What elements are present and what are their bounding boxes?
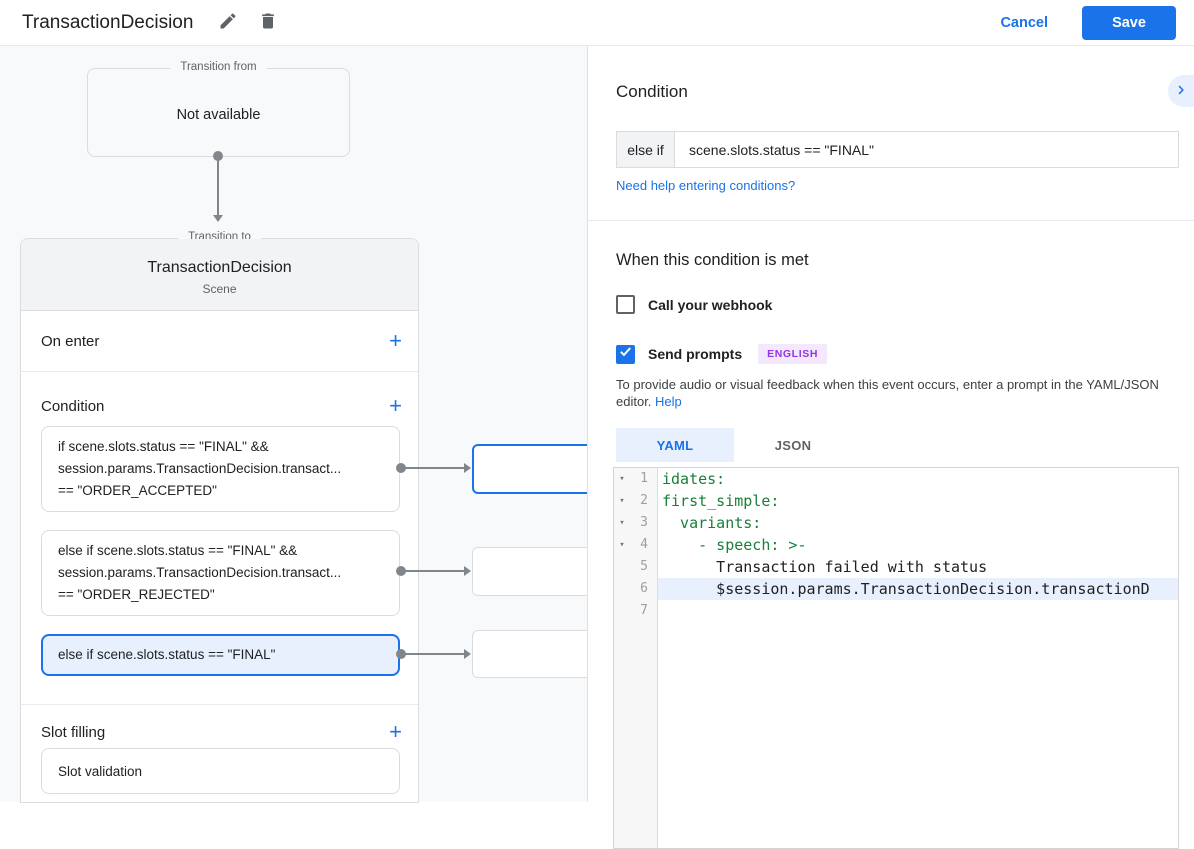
condition-help-link[interactable]: Need help entering conditions? bbox=[616, 178, 796, 193]
transition-from-legend: Transition from bbox=[88, 61, 349, 73]
code-line bbox=[658, 600, 662, 622]
connector-dot bbox=[213, 151, 223, 161]
divider bbox=[21, 704, 418, 705]
prompt-helper-text: To provide audio or visual feedback when… bbox=[616, 376, 1176, 410]
arrow-right-icon bbox=[464, 649, 471, 659]
editor-gutter: ▾ 1 ▾ 2 ▾ 3 ▾ 4 5 6 7 bbox=[614, 468, 658, 848]
arrow-down-icon bbox=[213, 215, 223, 222]
connector-dot bbox=[396, 649, 406, 659]
on-enter-section: On enter + bbox=[21, 311, 418, 372]
condition-detail-panel: Condition else if Need help entering con… bbox=[587, 46, 1194, 849]
condition-expression-input[interactable] bbox=[675, 132, 1178, 167]
fold-icon[interactable]: ▾ bbox=[619, 474, 625, 484]
condition-card-accepted[interactable]: if scene.slots.status == "FINAL" && sess… bbox=[41, 426, 400, 512]
on-enter-label: On enter bbox=[41, 332, 100, 350]
code-line: variants: bbox=[662, 514, 762, 532]
help-link[interactable]: Help bbox=[655, 394, 682, 409]
slot-filling-section-header: Slot filling + bbox=[41, 717, 402, 747]
panel-title: Condition bbox=[616, 82, 688, 101]
transition-target-box-3[interactable] bbox=[472, 630, 600, 678]
save-button[interactable]: Save bbox=[1082, 5, 1176, 40]
code-line: Transaction failed with status bbox=[662, 558, 988, 576]
scene-type-label: Scene bbox=[202, 282, 237, 296]
connector-dot bbox=[396, 463, 406, 473]
connector-dot bbox=[396, 566, 406, 576]
connector-line bbox=[217, 158, 219, 216]
condition-input-group: else if bbox=[616, 131, 1179, 168]
delete-button[interactable] bbox=[255, 10, 281, 36]
slot-validation-label: Slot validation bbox=[58, 763, 143, 779]
condition-line: == "ORDER_REJECTED" bbox=[58, 587, 215, 602]
code-line: - speech: >- bbox=[662, 536, 807, 554]
line-number: 4 bbox=[640, 537, 648, 552]
add-slot-button[interactable]: + bbox=[389, 719, 402, 744]
tab-yaml[interactable]: YAML bbox=[616, 428, 734, 462]
line-number: 6 bbox=[640, 581, 648, 596]
code-line-highlighted: $session.params.TransactionDecision.tran… bbox=[662, 580, 1150, 598]
connector-line bbox=[404, 570, 464, 572]
collapse-panel-button[interactable] bbox=[1168, 75, 1194, 107]
arrow-right-icon bbox=[464, 566, 471, 576]
line-number: 7 bbox=[640, 603, 648, 618]
transition-from-value: Not available bbox=[176, 107, 261, 123]
slot-validation-card[interactable]: Slot validation bbox=[41, 748, 400, 794]
condition-line: if scene.slots.status == "FINAL" && bbox=[58, 439, 269, 454]
condition-section-header: Condition + bbox=[41, 391, 402, 421]
call-webhook-row: Call your webhook bbox=[616, 295, 772, 314]
add-on-enter-button[interactable]: + bbox=[389, 328, 402, 353]
transition-target-box-2[interactable] bbox=[472, 547, 600, 596]
language-badge: ENGLISH bbox=[758, 344, 827, 364]
pencil-icon bbox=[218, 11, 238, 34]
cancel-button[interactable]: Cancel bbox=[1000, 14, 1048, 31]
code-line: idates: bbox=[662, 470, 726, 488]
condition-prefix: else if bbox=[617, 132, 675, 167]
condition-card-final-selected[interactable]: else if scene.slots.status == "FINAL" bbox=[41, 634, 400, 676]
editor-code-area[interactable]: idates: first_simple: variants: - speech… bbox=[658, 468, 1178, 848]
condition-card-rejected[interactable]: else if scene.slots.status == "FINAL" &&… bbox=[41, 530, 400, 616]
when-condition-met-title: When this condition is met bbox=[616, 251, 809, 269]
fold-icon[interactable]: ▾ bbox=[619, 540, 625, 550]
top-bar: TransactionDecision Cancel Save bbox=[0, 0, 1194, 46]
line-number: 2 bbox=[640, 493, 648, 508]
scene-card-header: TransactionDecision Scene bbox=[21, 239, 418, 311]
condition-line: == "ORDER_ACCEPTED" bbox=[58, 483, 217, 498]
checkmark-icon bbox=[618, 344, 633, 364]
yaml-code-editor[interactable]: ▾ 1 ▾ 2 ▾ 3 ▾ 4 5 6 7 idates: first_simple: … bbox=[613, 467, 1179, 849]
divider bbox=[588, 220, 1194, 221]
connector-line bbox=[404, 653, 464, 655]
connector-line bbox=[404, 467, 464, 469]
page-title: TransactionDecision bbox=[22, 11, 194, 33]
call-webhook-label: Call your webhook bbox=[648, 296, 773, 313]
edit-button[interactable] bbox=[215, 10, 241, 36]
condition-section-label: Condition bbox=[41, 397, 105, 415]
scene-name: TransactionDecision bbox=[147, 259, 292, 276]
code-line: first_simple: bbox=[662, 492, 780, 510]
add-condition-button[interactable]: + bbox=[389, 393, 402, 418]
line-number: 3 bbox=[640, 515, 648, 530]
condition-line: else if scene.slots.status == "FINAL" bbox=[58, 647, 276, 662]
chevron-right-icon bbox=[1172, 81, 1190, 102]
trash-icon bbox=[258, 11, 278, 34]
condition-line: session.params.TransactionDecision.trans… bbox=[58, 565, 342, 580]
helper-text-body: To provide audio or visual feedback when… bbox=[616, 377, 1159, 409]
line-number: 1 bbox=[640, 471, 648, 486]
fold-icon[interactable]: ▾ bbox=[619, 518, 625, 528]
editor-tabs: YAML JSON bbox=[616, 428, 852, 462]
fold-icon[interactable]: ▾ bbox=[619, 496, 625, 506]
call-webhook-checkbox[interactable] bbox=[616, 295, 635, 314]
scene-card: Transition to TransactionDecision Scene … bbox=[20, 231, 419, 803]
transition-target-box-1[interactable] bbox=[472, 444, 600, 494]
send-prompts-row: Send prompts ENGLISH bbox=[616, 344, 827, 364]
arrow-right-icon bbox=[464, 463, 471, 473]
send-prompts-checkbox[interactable] bbox=[616, 344, 635, 364]
condition-line: session.params.TransactionDecision.trans… bbox=[58, 461, 342, 476]
send-prompts-label: Send prompts bbox=[648, 346, 743, 362]
condition-line: else if scene.slots.status == "FINAL" && bbox=[58, 543, 298, 558]
slot-filling-label: Slot filling bbox=[41, 723, 106, 741]
tab-json[interactable]: JSON bbox=[774, 437, 812, 453]
line-number: 5 bbox=[640, 559, 648, 574]
transition-from-box: Transition from Not available bbox=[87, 61, 350, 157]
